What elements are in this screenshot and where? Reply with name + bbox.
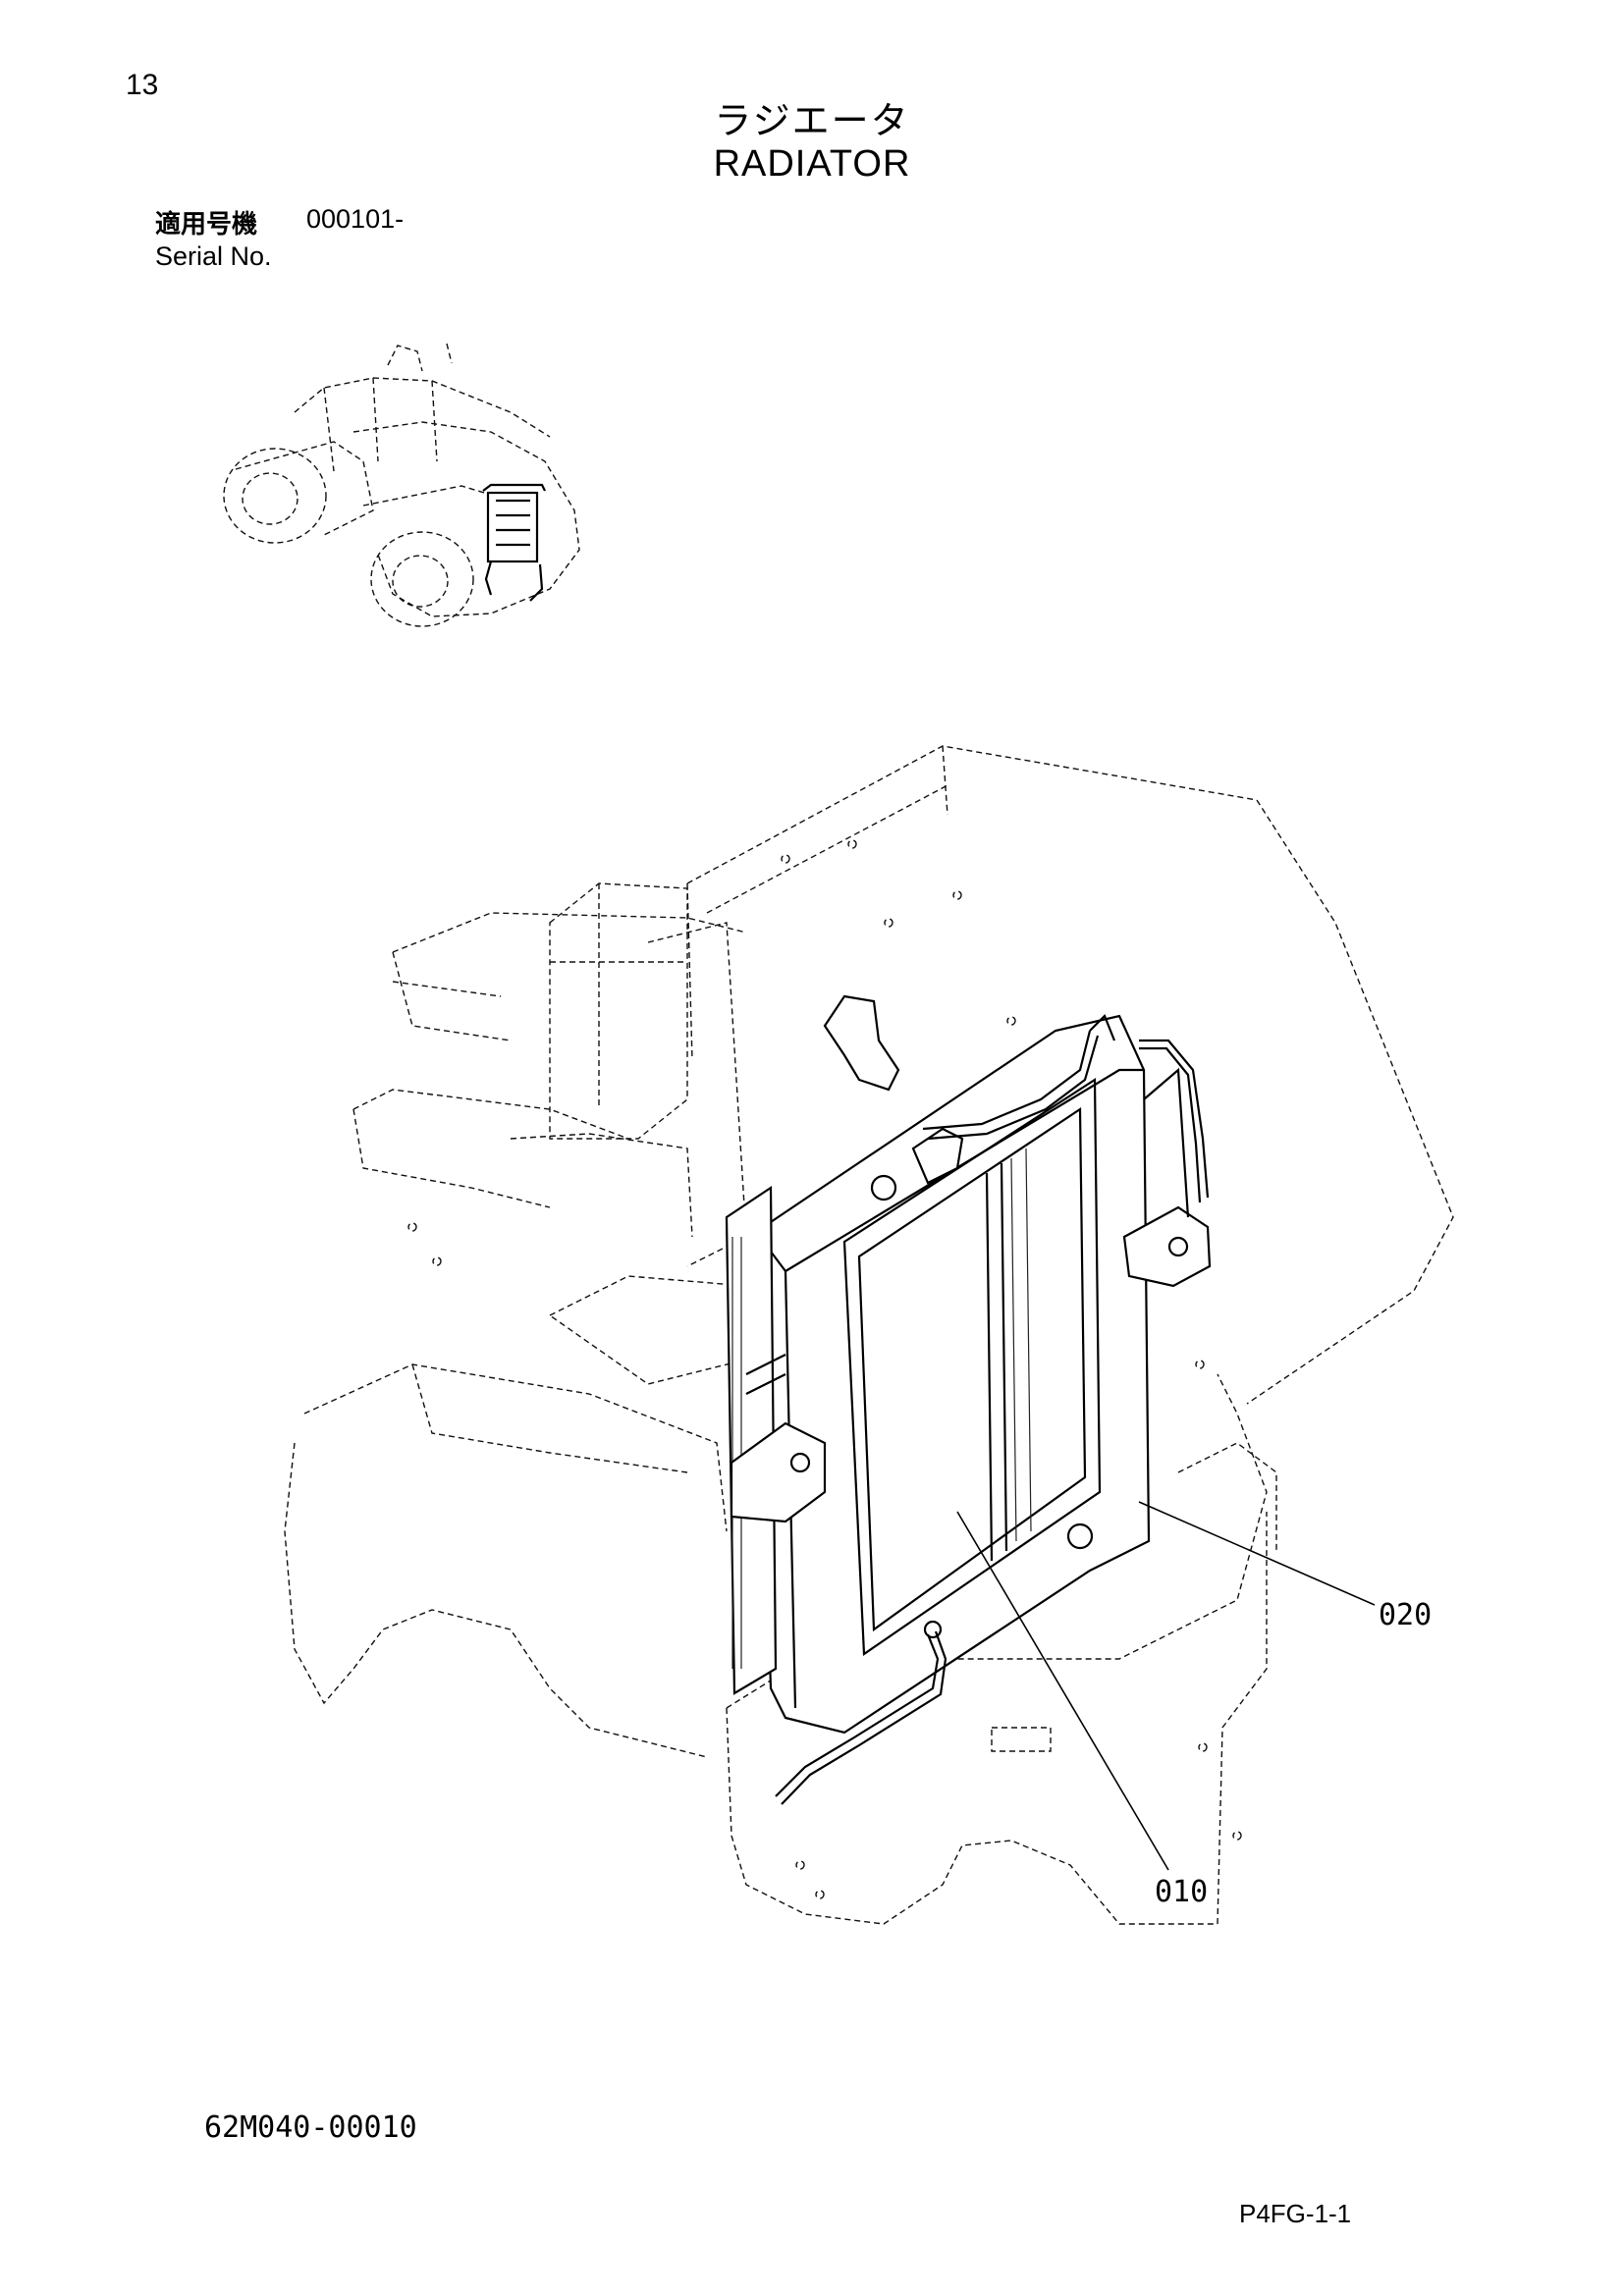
- page-code: P4FG-1-1: [1239, 2199, 1352, 2228]
- machine-overview-thumbnail: [223, 343, 580, 627]
- radiator-assembly-drawing: [284, 745, 1454, 1925]
- part-callout-010: 010: [1155, 1875, 1209, 1909]
- page-title-japanese: ラジエータ: [714, 99, 910, 142]
- drawing-number: 62M040-00010: [204, 2110, 417, 2145]
- serial-label-english: Serial No.: [155, 241, 272, 271]
- serial-number-value: 000101-: [306, 204, 405, 234]
- part-callout-020: 020: [1379, 1598, 1433, 1632]
- page-number: 13: [126, 69, 159, 101]
- serial-label-japanese: 適用号機: [155, 210, 258, 240]
- page-title-english: RADIATOR: [713, 143, 911, 185]
